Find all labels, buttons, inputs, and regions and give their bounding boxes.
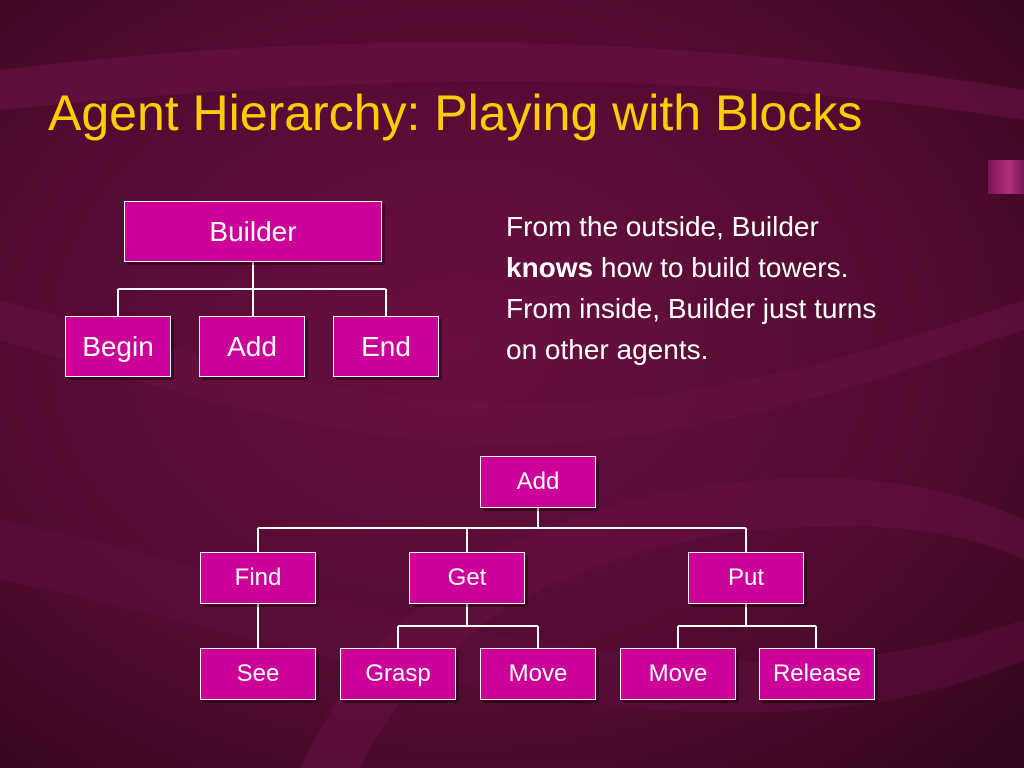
description-line-2-rest: how to build towers.	[593, 252, 849, 283]
description-line-4: on other agents.	[506, 334, 709, 365]
node-add-root: Add	[480, 456, 596, 508]
node-grasp: Grasp	[340, 648, 456, 700]
node-get: Get	[409, 552, 525, 604]
node-put: Put	[688, 552, 804, 604]
emphasis-knows: knows	[506, 252, 594, 283]
node-find: Find	[200, 552, 316, 604]
description-line-1: From the outside, Builder	[506, 211, 819, 242]
description-line-3: From inside, Builder just turns	[506, 293, 877, 324]
side-decoration	[988, 160, 1024, 194]
slide-title: Agent Hierarchy: Playing with Blocks	[48, 85, 863, 141]
description-line-2: knows how to build towers.	[506, 247, 986, 288]
node-release: Release	[759, 648, 875, 700]
node-add: Add	[199, 316, 305, 377]
node-move-get: Move	[480, 648, 596, 700]
node-end: End	[333, 316, 439, 377]
node-move-put: Move	[620, 648, 736, 700]
node-builder: Builder	[124, 201, 382, 262]
node-see: See	[200, 648, 316, 700]
node-begin: Begin	[65, 316, 171, 377]
description-text: From the outside, Builder knows how to b…	[506, 206, 986, 370]
